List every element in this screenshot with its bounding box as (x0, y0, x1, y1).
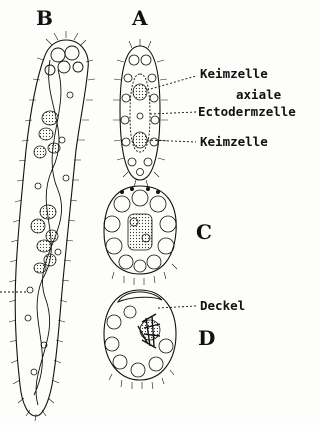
organism-b-cap-cells (45, 46, 83, 75)
organism-d-cells (105, 306, 173, 377)
organism-b-cilia (9, 31, 95, 421)
organism-b-germ-clusters (31, 111, 60, 273)
organism-d-chromatin (138, 314, 160, 348)
organism-a-germ-cell-bottom (133, 132, 147, 148)
organism-d-leader (158, 306, 196, 308)
label-axiale: axiale (236, 89, 281, 102)
label-deckel: Deckel (200, 300, 245, 313)
panel-label-a: A (132, 8, 148, 28)
label-ectodermzelle: Ectodermzelle (198, 106, 296, 119)
organism-c (104, 186, 177, 285)
organism-a-leaders (147, 76, 196, 142)
organism-c-cells (104, 190, 176, 272)
organism-a-axial-nucleus (137, 113, 143, 119)
label-keimzelle-top: Keimzelle (200, 68, 268, 81)
organism-b-outline (15, 40, 88, 416)
organism-d (104, 290, 196, 389)
panel-label-c: C (196, 222, 212, 242)
organism-a-germ-cell-top (133, 84, 147, 100)
organism-b (0, 31, 95, 421)
organism-a (113, 39, 196, 187)
panel-label-d: D (198, 328, 215, 348)
panel-label-b: B (36, 8, 53, 28)
label-keimzelle-bottom: Keimzelle (200, 136, 268, 149)
organism-a-ectoderm-cells (121, 55, 159, 176)
